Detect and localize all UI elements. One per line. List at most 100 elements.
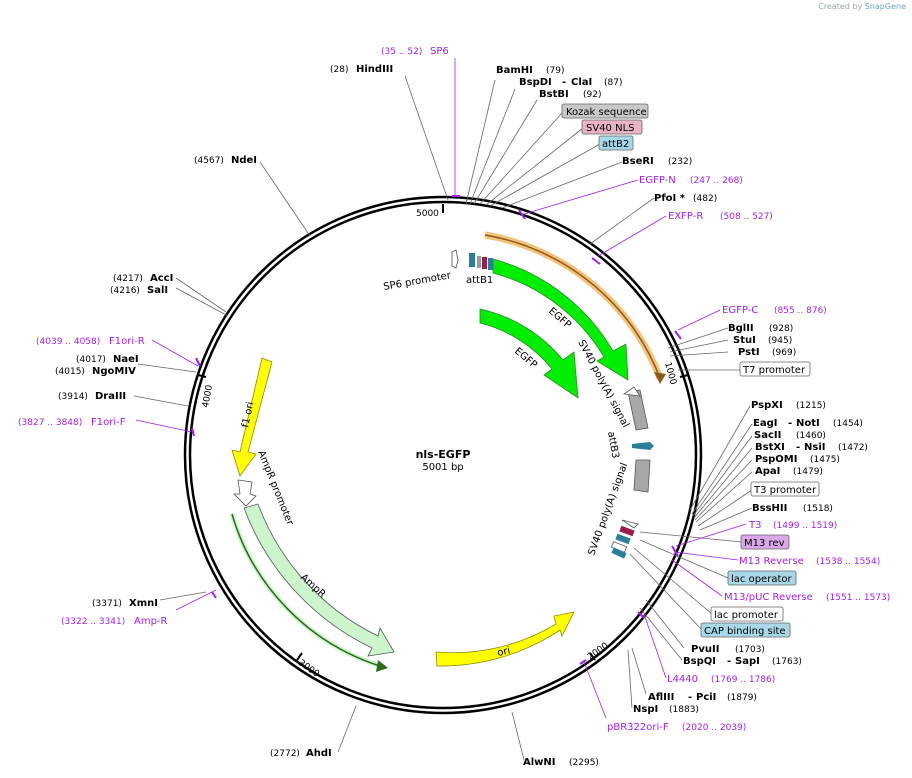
site-pspomi-pos: (1475) xyxy=(810,455,840,465)
primer-m13-reverse-pos: (1538 .. 1554) xyxy=(816,557,880,567)
site-pcii-dash: - xyxy=(688,692,692,703)
primer-pbr322ori-f: pBR322ori-F xyxy=(607,722,669,733)
site-pvuii-pos: (1703) xyxy=(735,645,765,655)
primer-sp6-pos: (35 .. 52) xyxy=(381,47,422,57)
cap-site-marker xyxy=(611,547,627,559)
primer-f1ori-f: F1ori-F xyxy=(91,417,126,428)
primer-m13-puc-reverse: M13/pUC Reverse xyxy=(724,592,813,603)
tick-label-1000: 1000 xyxy=(662,361,678,386)
primer-f1ori-r: F1ori-R xyxy=(109,336,145,347)
site-bstbi: BstBI xyxy=(539,89,569,100)
lac-operator-marker xyxy=(615,533,631,545)
site-ngomiv-pos: (4015) xyxy=(55,367,85,377)
site-bglii: BglII xyxy=(728,323,754,334)
label-t7-promoter: T7 promoter xyxy=(742,365,806,376)
ampr-arrow xyxy=(243,503,395,657)
primer-m13-reverse: M13 Reverse xyxy=(739,556,804,567)
box-m13-rev xyxy=(740,534,790,550)
site-clai-dash: - xyxy=(562,77,566,88)
feature-attb1: attB1 xyxy=(466,275,493,286)
site-ngomiv: NgoMIV xyxy=(92,366,136,377)
site-alwni-pos: (2295) xyxy=(569,758,599,768)
site-apai: ApaI xyxy=(755,466,780,477)
feature-attb3: attB3 xyxy=(605,431,621,460)
site-nsii: NsiI xyxy=(804,442,825,453)
box-sv40-nls xyxy=(581,119,643,135)
primer-amp-r-pos: (3322 .. 3341) xyxy=(61,617,125,627)
site-acci-pos: (4217) xyxy=(113,274,143,284)
site-bglii-pos: (928) xyxy=(769,324,793,334)
site-noti-pos: (1454) xyxy=(833,419,863,429)
site-pspxi: PspXI xyxy=(751,400,783,411)
site-naei-pos: (4017) xyxy=(76,355,106,365)
site-ahdi: AhdI xyxy=(306,748,332,759)
site-bspqi: BspQI xyxy=(683,656,716,667)
tick-label-4000: 4000 xyxy=(201,384,215,409)
tick-label-2000: 2000 xyxy=(586,641,611,662)
label-cap-site: CAP binding site xyxy=(704,626,786,637)
primer-exfp-r-pos: (508 .. 527) xyxy=(720,212,773,222)
site-bamhi: BamHI xyxy=(496,65,533,76)
site-sacii: SacII xyxy=(754,430,781,441)
site-apai-pos: (1479) xyxy=(793,467,823,477)
label-attb2: attB2 xyxy=(602,139,629,150)
primer-sp6: SP6 xyxy=(430,46,449,57)
backbone-inner xyxy=(188,200,698,710)
site-pfoi-pos: (482) xyxy=(693,194,717,204)
box-cap-site xyxy=(700,622,791,638)
site-ndei-pos: (4567) xyxy=(194,156,224,166)
orange-feature-arrowhead xyxy=(654,372,666,384)
site-sali-pos: (4216) xyxy=(110,286,140,296)
sp6-promoter-arrow xyxy=(451,249,459,269)
ampr-promoter-arrow xyxy=(233,479,257,507)
primer-l4440: L4440 xyxy=(667,674,698,685)
site-bstxi: BstXI xyxy=(755,442,785,453)
polya-arrow-2 xyxy=(633,459,651,493)
site-acci: AccI xyxy=(150,273,173,284)
orange-feature-arc-line xyxy=(484,234,661,379)
site-bstbi-pos: (92) xyxy=(583,90,601,100)
label-m13-rev: M13 rev xyxy=(744,538,785,549)
site-nsii-dash: - xyxy=(796,442,800,453)
box-t3-promoter xyxy=(750,481,820,497)
site-ahdi-pos: (2772) xyxy=(270,749,300,759)
snapgene-logo: SnapGene xyxy=(864,2,906,11)
site-psti: PstI xyxy=(738,347,760,358)
ampr-outer-arrowhead xyxy=(376,660,388,672)
site-sali: SalI xyxy=(147,285,168,296)
feature-sp6-promoter: SP6 promoter xyxy=(383,270,453,293)
leader-lines xyxy=(133,75,753,761)
site-pspomi: PspOMI xyxy=(755,454,797,465)
site-pcii-pos: (1879) xyxy=(727,693,757,703)
feature-sv40-polya-2: SV40 poly(A) signal xyxy=(586,461,630,557)
label-lac-operator: lac operator xyxy=(731,574,792,585)
site-bsshii: BssHII xyxy=(752,503,787,514)
primer-pbr322ori-f-pos: (2020 .. 2039) xyxy=(682,723,746,733)
site-stui-pos: (945) xyxy=(768,336,792,346)
primer-egfp-n: EGFP-N xyxy=(639,175,676,186)
site-pcii: PciI xyxy=(696,692,716,703)
site-draiii: DraIII xyxy=(95,391,126,402)
site-hindiii: HindIII xyxy=(356,64,393,75)
primer-l4440-pos: (1769 .. 1786) xyxy=(711,675,775,685)
box-lac-promoter xyxy=(710,606,784,622)
snapgene-credit: Created by SnapGene xyxy=(818,2,906,11)
kozak-marker xyxy=(477,256,481,268)
site-pvuii: PvuII xyxy=(691,644,719,655)
box-t7-promoter xyxy=(739,361,811,377)
site-bseri-pos: (232) xyxy=(668,157,692,167)
m13-marker xyxy=(619,525,635,537)
primer-amp-r: Amp-R xyxy=(134,616,168,627)
primer-egfp-n-pos: (247 .. 268) xyxy=(690,176,743,186)
site-noti-dash: - xyxy=(788,418,792,429)
site-bseri: BseRI xyxy=(622,156,654,167)
site-pspxi-pos: (1215) xyxy=(796,401,826,411)
site-xmni-pos: (3371) xyxy=(92,599,122,609)
site-naei: NaeI xyxy=(113,354,139,365)
site-sapi-pos: (1763) xyxy=(772,657,802,667)
credit-text: Created by xyxy=(818,2,863,11)
site-xmni: XmnI xyxy=(129,598,158,609)
box-kozak xyxy=(561,103,649,119)
site-bamhi-pos: (79) xyxy=(546,66,564,76)
